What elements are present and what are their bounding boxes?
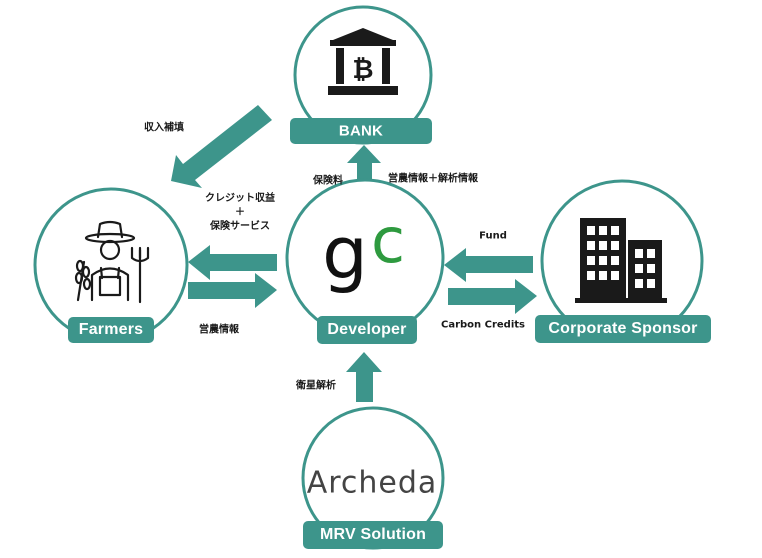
bank-bitcoin-icon: ₿ bbox=[328, 28, 398, 95]
gc-logo-icon: g c bbox=[322, 204, 405, 295]
edge-label-developer-to-farmers: クレジット収益 ＋ 保険サービス bbox=[205, 192, 275, 234]
edge-label-farmers-to-developer: 営農情報 bbox=[199, 324, 239, 336]
edge-label-line2: ＋ bbox=[235, 207, 245, 218]
developer-label: Developer bbox=[327, 321, 407, 338]
archeda-logo: Archeda bbox=[306, 465, 438, 501]
edge-label-line3: 保険サービス bbox=[210, 221, 270, 232]
edge-label-mrv-to-developer: 衛星解析 bbox=[296, 380, 336, 392]
svg-text:₿: ₿ bbox=[352, 55, 373, 85]
svg-text:c: c bbox=[371, 204, 405, 277]
edge-label-developer-to-bank-left: 保険料 bbox=[313, 175, 343, 187]
edge-label-sponsor-to-developer: Fund bbox=[479, 230, 507, 242]
developer-node: g c bbox=[285, 178, 445, 344]
sponsor-node bbox=[535, 179, 711, 343]
mrv-node bbox=[301, 406, 445, 550]
arrow-mrv-to-developer bbox=[346, 352, 382, 402]
edge-label-developer-to-bank-right: 営農情報＋解析情報 bbox=[388, 173, 478, 185]
office-building-icon bbox=[575, 218, 667, 303]
arrow-developer-to-bank bbox=[347, 145, 381, 192]
farmer-icon bbox=[74, 220, 150, 304]
bank-label: BANK bbox=[338, 122, 384, 140]
bank-node: ₿ bbox=[290, 5, 433, 145]
arrow-developer-to-farmers bbox=[188, 245, 277, 280]
arrow-farmers-to-developer bbox=[188, 273, 277, 308]
arrow-bank-to-farmers bbox=[171, 105, 272, 188]
sponsor-label: Corporate Sponsor bbox=[548, 320, 698, 337]
edge-label-developer-to-sponsor: Carbon Credits bbox=[440, 319, 526, 331]
arrow-developer-to-sponsor bbox=[448, 279, 537, 314]
farmers-label: Farmers bbox=[78, 321, 144, 338]
arrow-sponsor-to-developer bbox=[444, 248, 533, 282]
mrv-label: MRV Solution bbox=[319, 526, 427, 543]
farmers-node bbox=[33, 187, 189, 343]
edge-label-bank-to-farmers: 収入補填 bbox=[144, 122, 184, 134]
svg-text:g: g bbox=[322, 211, 368, 295]
edge-label-line1: クレジット収益 bbox=[205, 193, 275, 204]
